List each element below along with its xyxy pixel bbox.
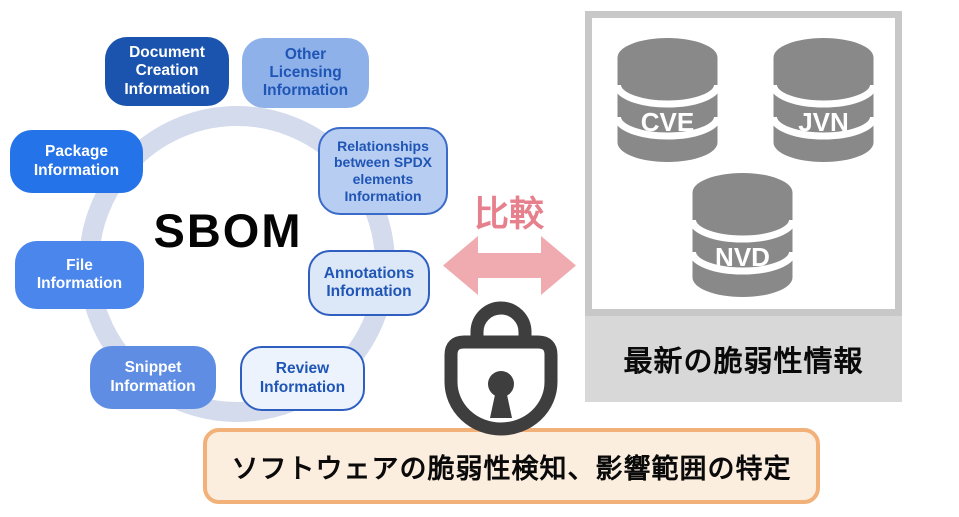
node-review-information: Review Information bbox=[240, 346, 365, 411]
database-label-nvd: NVD bbox=[715, 242, 770, 272]
outcome-banner: ソフトウェアの脆弱性検知、影響範囲の特定 bbox=[203, 428, 820, 504]
node-relationships-information: Relationships between SPDX elements Info… bbox=[318, 127, 448, 215]
database-label-cve: CVE bbox=[641, 107, 694, 137]
node-package-information: Package Information bbox=[10, 130, 143, 193]
vulnerability-panel-caption: 最新の脆弱性情報 bbox=[585, 316, 902, 402]
sbom-title: SBOM bbox=[153, 204, 303, 257]
node-document-creation-information: Document Creation Information bbox=[105, 37, 229, 106]
database-icon-nvd: NVD bbox=[692, 173, 793, 297]
database-label-jvn: JVN bbox=[798, 107, 849, 137]
database-icon-cve: CVE bbox=[617, 38, 718, 162]
node-snippet-information: Snippet Information bbox=[90, 346, 216, 409]
lock-icon bbox=[444, 301, 558, 436]
vulnerability-panel: CVE JVN NVD 最新の脆弱性情報 bbox=[585, 11, 902, 402]
double-arrow-icon bbox=[443, 236, 576, 295]
database-icon-jvn: JVN bbox=[773, 38, 874, 162]
node-other-licensing-information: Other Licensing Information bbox=[242, 38, 369, 108]
comparison-label: 比較 bbox=[473, 195, 544, 234]
node-file-information: File Information bbox=[15, 241, 144, 309]
node-annotations-information: Annotations Information bbox=[308, 250, 430, 316]
